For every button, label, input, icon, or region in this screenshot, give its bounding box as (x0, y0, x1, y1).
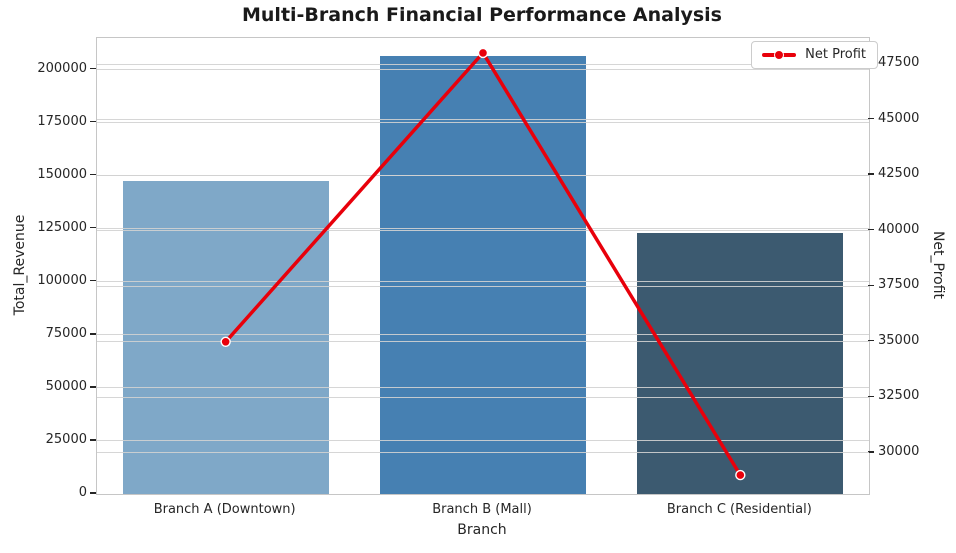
right-tick-mark (868, 340, 874, 342)
x-tick-label-Branch C (Residential): Branch C (Residential) (666, 502, 812, 517)
legend-label: Net Profit (805, 47, 866, 62)
gridline-right (97, 119, 869, 121)
net-profit-point-Branch B (Mall) (477, 47, 489, 59)
gridline-left (97, 281, 869, 283)
left-tick-mark (90, 280, 96, 282)
gridline-left (97, 175, 869, 177)
right-y-axis-label: Net_Profit (930, 230, 946, 300)
x-tick-label-Branch A (Downtown): Branch A (Downtown) (153, 502, 296, 517)
gridline-left (97, 69, 869, 71)
legend-line-icon (762, 50, 797, 60)
gridline-right (97, 63, 869, 65)
left-tick-label: 100000 (37, 272, 87, 288)
left-tick-label: 0 (78, 485, 87, 500)
legend-dot-icon (774, 50, 785, 60)
gridline-left (97, 334, 869, 336)
gridline-right (97, 230, 869, 232)
left-tick-mark (90, 120, 96, 123)
right-tick-mark (868, 173, 874, 175)
left-tick-label: 175000 (37, 113, 87, 129)
left-tick-mark (90, 492, 96, 494)
gridline-left (97, 122, 869, 124)
right-tick-mark (868, 228, 874, 231)
gridline-left (97, 228, 869, 230)
chart-title: Multi-Branch Financial Performance Analy… (242, 4, 722, 26)
right-tick-mark (868, 395, 874, 398)
left-tick-mark (90, 227, 96, 229)
left-tick-label: 25000 (45, 431, 87, 447)
left-tick-label: 200000 (37, 60, 87, 76)
right-tick-mark (868, 284, 874, 286)
right-tick-label: 30000 (878, 443, 920, 459)
right-tick-label: 42500 (878, 166, 920, 182)
plot-area: Net Profit (96, 37, 878, 495)
right-tick-label: 40000 (878, 221, 920, 237)
right-tick-mark (868, 117, 874, 120)
left-tick-mark (90, 174, 96, 176)
net-profit-line-layer (220, 47, 746, 481)
right-tick-label: 37500 (878, 277, 920, 293)
gridline-right (97, 174, 869, 176)
grid-layer (97, 38, 869, 494)
left-tick-mark (90, 333, 96, 335)
right-tick-mark (868, 451, 874, 453)
gridline-left (97, 440, 869, 442)
net-profit-point-Branch C (Residential) (735, 469, 746, 481)
net-profit-line (224, 51, 742, 477)
x-tick-label-Branch B (Mall): Branch B (Mall) (432, 502, 532, 517)
gridline-right (97, 452, 869, 454)
left-tick-label: 150000 (37, 166, 87, 182)
left-y-axis-label: Total_Revenue (12, 214, 28, 316)
right-tick-label: 35000 (878, 332, 920, 348)
left-tick-label: 125000 (37, 219, 87, 235)
gridline-right (97, 341, 869, 343)
gridline-right (97, 396, 869, 398)
net-profit-point-Branch A (Downtown) (220, 336, 231, 347)
gridline-left (97, 387, 869, 389)
legend: Net Profit (751, 41, 878, 69)
right-tick-label: 32500 (878, 388, 920, 404)
left-tick-label: 50000 (45, 378, 87, 394)
left-tick-mark (90, 439, 96, 441)
right-tick-label: 47500 (878, 55, 920, 70)
left-tick-mark (90, 67, 96, 70)
left-tick-mark (90, 386, 96, 388)
gridline-right (97, 285, 869, 287)
x-axis-label: Branch (457, 522, 507, 538)
left-tick-label: 75000 (45, 325, 87, 341)
right-tick-label: 45000 (878, 110, 920, 126)
